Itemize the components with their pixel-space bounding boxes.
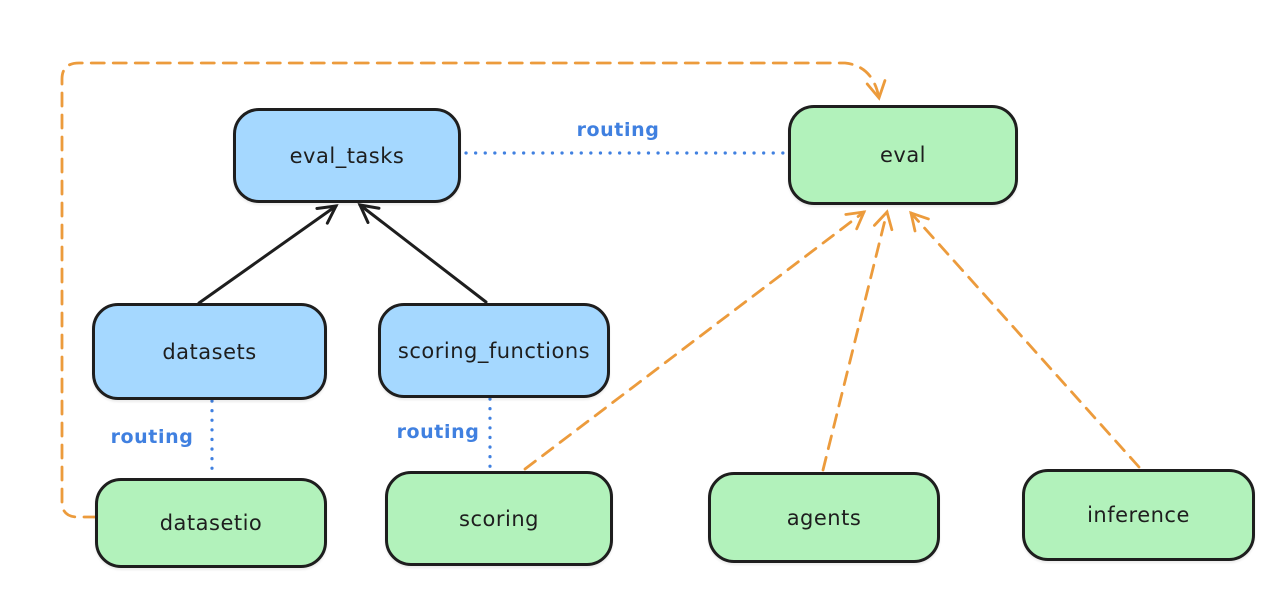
arrow-inference-to-eval	[909, 210, 1141, 469]
node-scoring-functions-label: scoring_functions	[397, 338, 591, 363]
arrow-agents-to-eval	[821, 209, 894, 472]
routing-label-datasets: routing	[110, 426, 194, 448]
node-scoring-label: scoring	[459, 506, 539, 531]
node-agents: agents	[708, 472, 940, 563]
routing-label-scoring: routing	[396, 421, 480, 443]
node-datasets: datasets	[92, 303, 327, 400]
node-eval-tasks-label: eval_tasks	[289, 143, 405, 168]
node-agents-label: agents	[786, 505, 862, 530]
node-scoring-functions: scoring_functions	[378, 303, 610, 398]
arrow-scoring-functions-to-eval-tasks	[357, 203, 488, 304]
node-datasetio-label: datasetio	[159, 511, 263, 535]
node-eval: eval	[788, 105, 1018, 205]
node-datasets-label: datasets	[162, 339, 257, 364]
node-inference-label: inference	[1087, 503, 1190, 527]
arrow-datasets-to-eval-tasks	[197, 204, 339, 305]
node-scoring: scoring	[385, 471, 613, 566]
node-eval-label: eval	[879, 143, 927, 167]
node-datasetio: datasetio	[95, 478, 327, 568]
arrow-scoring-to-eval	[523, 210, 867, 471]
arrow-datasetio-to-eval	[60, 61, 887, 519]
routing-label-top: routing	[576, 119, 660, 141]
node-eval-tasks: eval_tasks	[233, 108, 461, 203]
node-inference: inference	[1022, 469, 1255, 561]
